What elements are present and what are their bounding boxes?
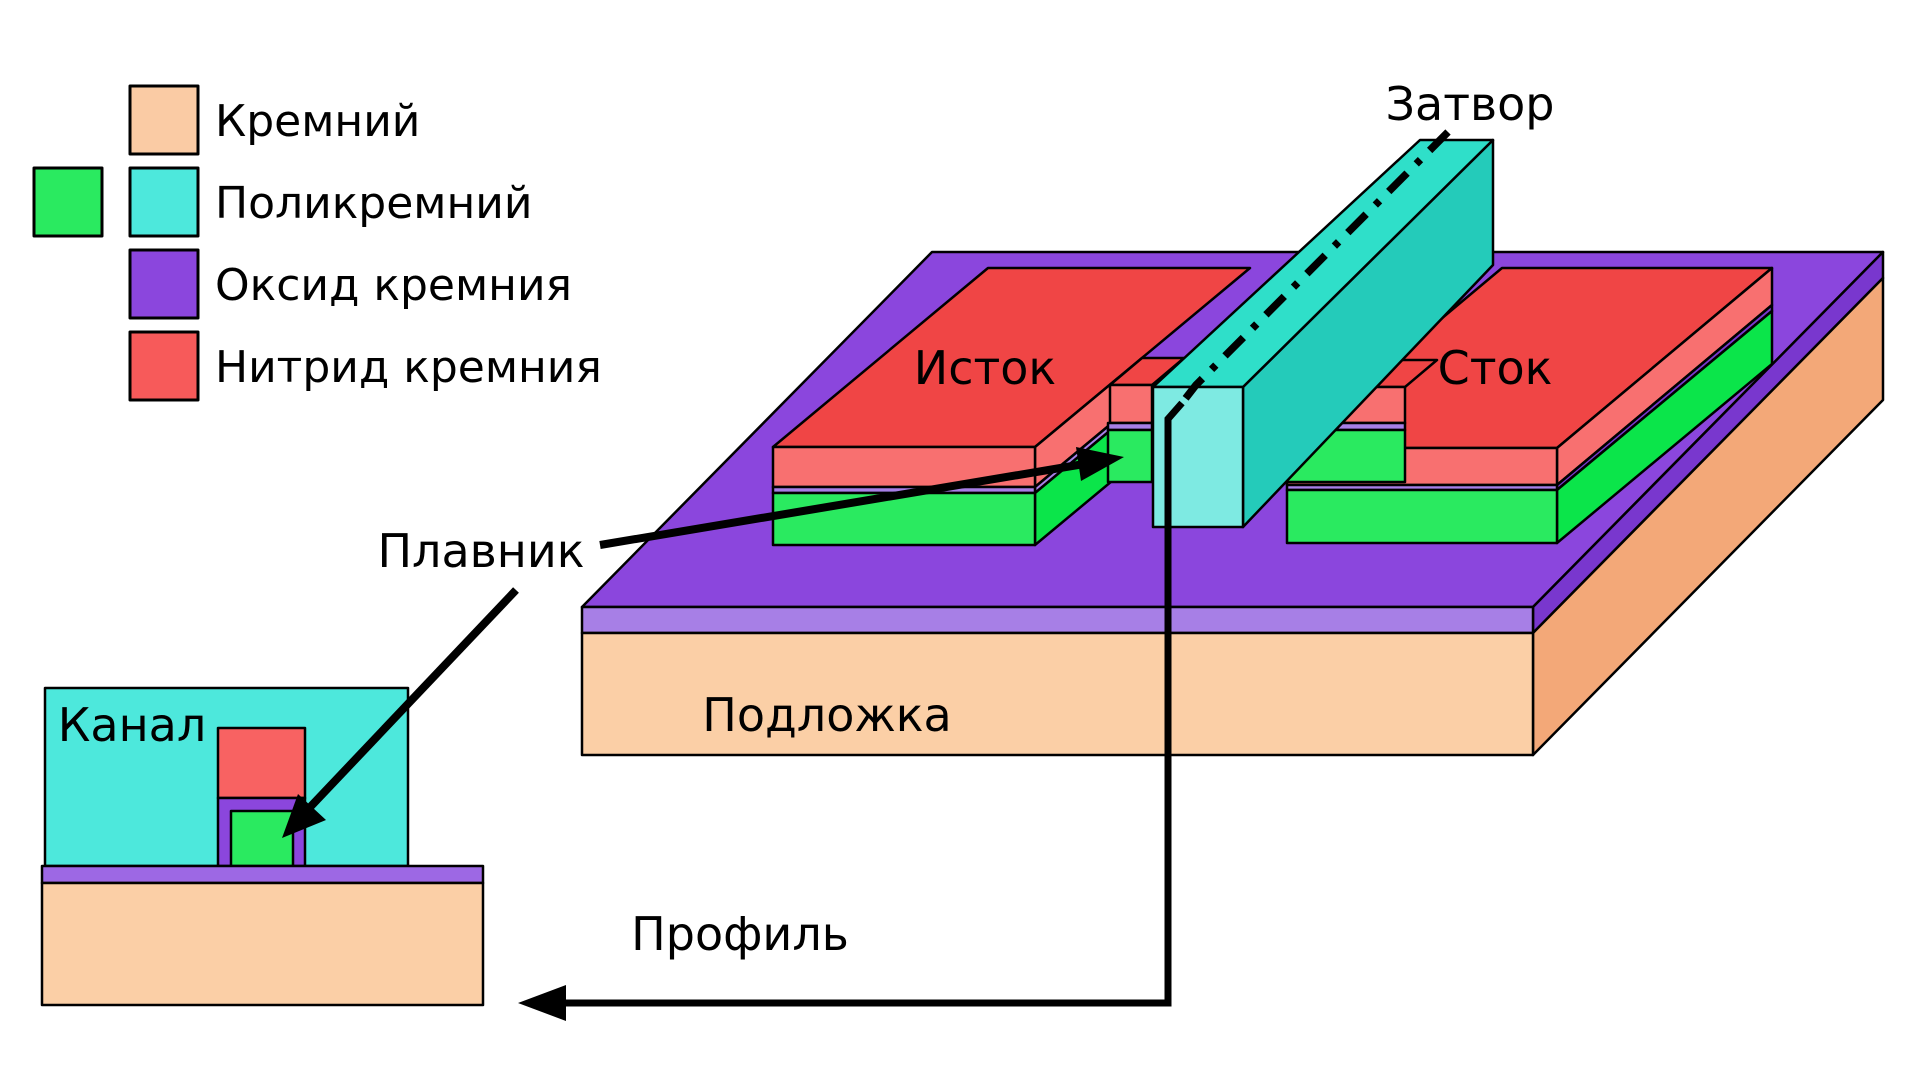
inset-nitride-cap [216,726,307,800]
legend-swatch-poly-cyan [128,166,200,238]
source-poly-front-face [771,491,1037,547]
legend-swatch-poly-green [32,166,104,238]
substrate-oxide-front-face [580,605,1535,635]
substrate-label: Подложка [702,688,952,742]
channel-label: Канал [58,698,207,752]
drain-label: Сток [1438,341,1553,395]
substrate-silicon-front-face [580,631,1535,757]
legend-label-oxide: Оксид кремния [215,260,572,311]
legend-label-polysilicon: Поликремний [215,178,532,229]
profile-arrow-line [540,400,1185,1007]
profile-label: Профиль [631,907,849,961]
gate-centerline-dashdot [1179,129,1451,406]
fin-arrowhead-inset [282,794,326,838]
cross-section-inset: Канал [40,686,485,1007]
legend: Кремний Поликремний Оксид кремния Нитрид… [32,84,602,402]
fin-arrow-inset-line [293,587,519,825]
profile-arrowhead [518,985,566,1021]
gate-label: Затвор [1386,77,1555,131]
drain-poly-front-face [1285,488,1559,545]
legend-swatch-oxide [128,248,200,320]
legend-label-nitride: Нитрид кремния [215,342,602,393]
source-label: Исток [914,341,1056,395]
drain-block: Сток [1285,266,1774,545]
fin-callout: Плавник [282,447,1124,838]
gate-bar: Затвор [1151,77,1555,529]
legend-swatch-silicon [128,84,200,156]
fin-arrowhead-3d [1076,447,1124,481]
fin-label: Плавник [377,524,584,578]
inset-oxide-layer [40,864,485,885]
inset-fin-channel [229,809,295,868]
profile-arrow: Профиль [518,400,1185,1021]
fin-left-nitride-front-face [1108,383,1154,425]
legend-swatch-nitride [128,330,200,402]
inset-silicon-substrate [40,881,485,1007]
legend-label-silicon: Кремний [215,96,420,147]
fin-arrow-3d-line [599,459,1091,549]
